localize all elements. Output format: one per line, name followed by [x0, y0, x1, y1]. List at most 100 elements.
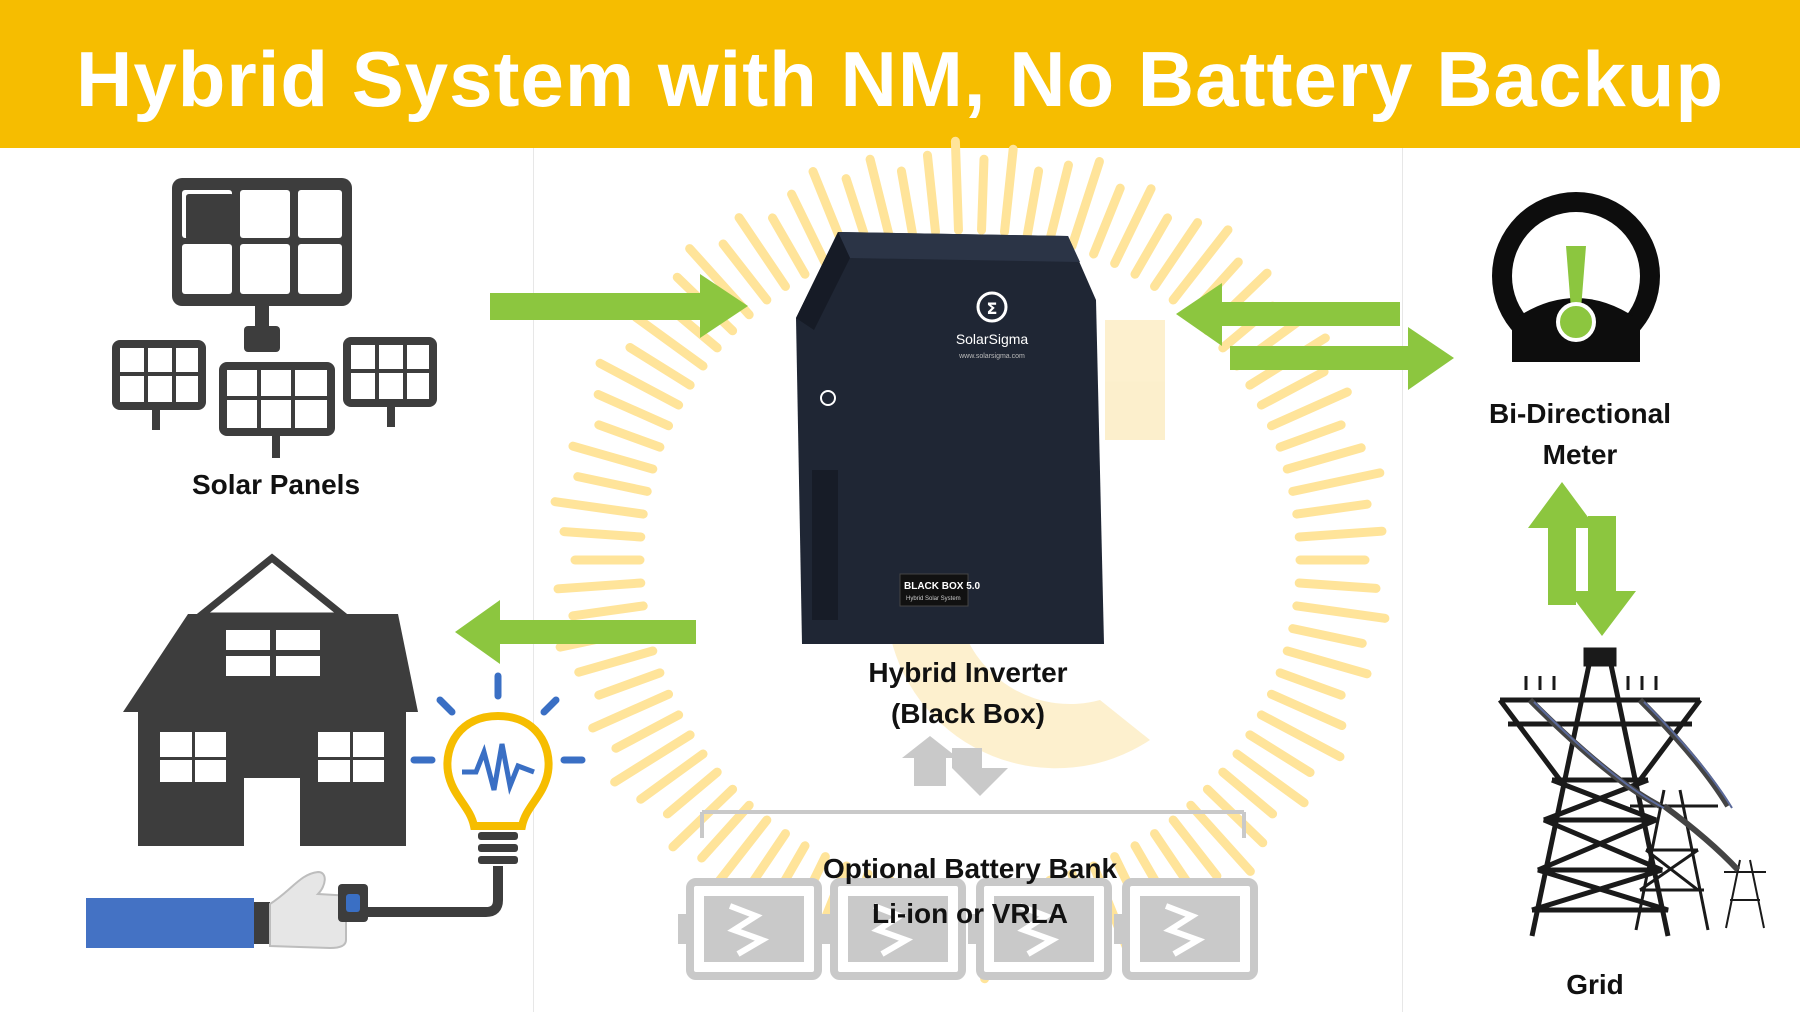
solar-panels-text: Solar Panels	[191, 469, 361, 500]
divider-left	[533, 148, 534, 1012]
sunburst-ray	[568, 601, 648, 621]
sunburst-ray	[718, 239, 772, 305]
inverter-label-line2: (Black Box)	[890, 698, 1046, 729]
sunburst-ray	[1266, 387, 1352, 431]
sunburst-ray	[1288, 624, 1367, 648]
meter-label-line2: Meter	[1542, 439, 1618, 470]
sunburst-ray	[594, 420, 665, 452]
battery-icon	[968, 878, 1112, 980]
sunburst-ray	[999, 144, 1018, 237]
svg-text:Σ: Σ	[987, 299, 998, 318]
sunburst-ray	[922, 150, 941, 237]
sunburst-ray	[865, 154, 895, 245]
sunburst-ray	[1288, 468, 1385, 496]
sunburst-ray	[588, 689, 674, 733]
meter-icon	[1492, 192, 1660, 362]
battery-label-line1: Optional Battery Bank	[822, 853, 1118, 884]
sunburst-ray	[1168, 815, 1222, 881]
arrow-solar-to-inverter	[490, 274, 748, 338]
sunburst-ray	[1168, 225, 1233, 305]
title-banner: Hybrid System with NM, No Battery Backup	[0, 0, 1800, 148]
sunburst-ray	[896, 166, 918, 240]
divider-right	[1402, 148, 1403, 1012]
arrow-inverter-to-house	[455, 600, 696, 664]
sunburst-ray	[631, 312, 708, 371]
battery-cells	[678, 878, 1258, 980]
sunburst-ray	[1150, 218, 1203, 291]
sunburst-ray	[977, 154, 989, 235]
sunburst-ray	[1292, 601, 1390, 623]
hand-switch-icon	[86, 870, 368, 950]
battery-icon	[822, 878, 966, 980]
inverter-icon: Σ SolarSigma www.solarsigma.com BLACK BO…	[796, 232, 1104, 644]
sunburst-ray	[1256, 367, 1329, 410]
battery-icon	[678, 878, 822, 980]
sunburst-ray	[1294, 526, 1387, 542]
sunburst-ray	[573, 472, 652, 496]
sunburst-ray	[594, 668, 665, 700]
inverter-model-sub: Hybrid Solar System	[906, 596, 961, 602]
sunburst-ray	[610, 730, 695, 787]
sunburst-ray	[1232, 749, 1309, 808]
sunburst-ray	[1282, 646, 1372, 679]
arrow-meter-to-inverter	[1176, 283, 1400, 346]
sunburst-ray	[559, 527, 646, 542]
inverter-model: BLACK BOX 5.0	[904, 581, 981, 592]
sunburst-ray	[1275, 420, 1346, 452]
arrow-meter-to-grid	[1568, 516, 1636, 636]
sunburst-ray	[1218, 767, 1278, 819]
sunburst-ray	[1282, 443, 1366, 474]
solar-panels-label: Solar Panels	[166, 464, 386, 505]
sunburst-ray	[787, 189, 830, 268]
house-icon	[123, 553, 418, 848]
battery-label: Optional Battery Bank Li-ion or VRLA	[770, 846, 1170, 936]
inverter-label: Hybrid Inverter (Black Box)	[818, 652, 1118, 734]
battery-label-line2: Li-ion or VRLA	[872, 898, 1068, 929]
sunburst-ray	[1067, 157, 1104, 251]
sunburst-ray	[1245, 730, 1315, 777]
inverter-website: www.solarsigma.com	[958, 353, 1025, 360]
sunburst-ray	[768, 213, 810, 279]
battery-flow-arrows	[902, 736, 1008, 796]
solar-panel-icon	[112, 178, 437, 458]
sunburst-ray	[1022, 166, 1044, 240]
sunburst-ray	[1089, 183, 1125, 259]
sunburst-ray	[1275, 668, 1346, 700]
sunburst-ray	[950, 136, 963, 235]
inverter-brand: SolarSigma	[956, 331, 1029, 347]
meter-label-line1: Bi-Directional	[1488, 398, 1672, 429]
sunburst-ray	[636, 749, 708, 804]
sunburst-ray	[625, 343, 695, 390]
sunburst-ray	[553, 578, 646, 594]
page-title: Hybrid System with NM, No Battery Backup	[76, 35, 1724, 123]
arrow-inverter-to-meter	[1230, 327, 1454, 390]
light-bulb-icon	[360, 672, 586, 917]
sunburst-decoration	[550, 136, 1390, 984]
grid-label: Grid	[1530, 964, 1660, 1005]
sunburst-ray	[1202, 784, 1268, 848]
sunburst-ray	[1292, 499, 1372, 519]
sunburst-ray	[1266, 689, 1347, 731]
sunburst-ray	[1186, 800, 1255, 876]
sunburst-ray	[1294, 578, 1381, 593]
sunburst-ray	[595, 358, 684, 410]
sunburst-ray	[568, 441, 658, 474]
sunburst-ray	[550, 497, 648, 519]
battery-bank-icon	[700, 810, 1246, 838]
meter-label: Bi-Directional Meter	[1450, 393, 1710, 475]
sunburst-ray	[593, 389, 674, 431]
grid-text: Grid	[1566, 969, 1624, 1000]
sunburst-ray	[1256, 710, 1345, 762]
sunburst-ray	[1110, 184, 1156, 268]
sunburst-ray	[1045, 160, 1073, 245]
sunburst-ray	[574, 646, 658, 677]
sunburst-ray	[662, 767, 722, 819]
sunburst-ray	[697, 800, 754, 863]
transmission-tower-icon	[1498, 647, 1766, 937]
arrow-grid-to-meter	[1528, 482, 1596, 605]
sunburst-ray	[611, 710, 684, 753]
sunburst-ray	[1130, 213, 1172, 279]
battery-icon	[1114, 878, 1258, 980]
sunburst-ray	[734, 213, 790, 291]
